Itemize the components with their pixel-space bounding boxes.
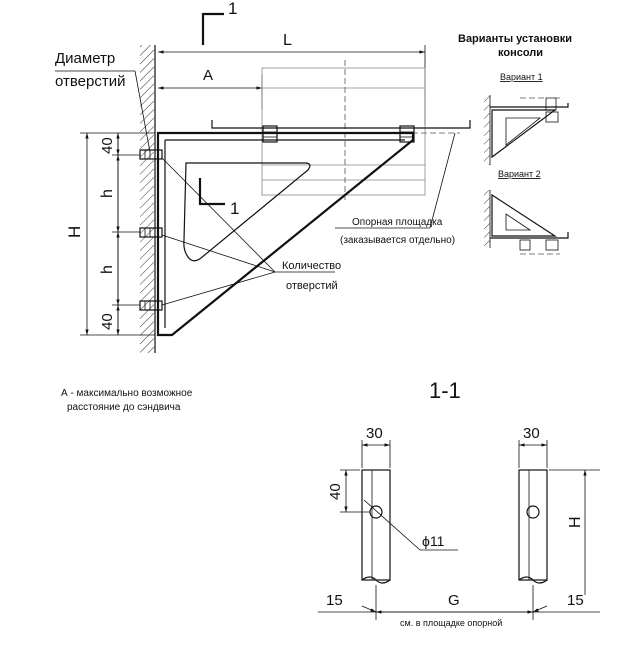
variant2-sketch bbox=[484, 190, 569, 255]
section-view: 1-1 30 30 bbox=[318, 378, 600, 628]
dimension-15-left-label: 15 bbox=[326, 592, 343, 609]
section-title: 1-1 bbox=[429, 378, 461, 403]
dimension-30-left-label: 30 bbox=[366, 425, 383, 442]
dimension-40-section-label: 40 bbox=[327, 483, 344, 500]
note-line2: расстояние до сэндвича bbox=[67, 402, 181, 413]
dimension-h-upper: h bbox=[99, 189, 116, 198]
support-note-label: см. в площадке опорной bbox=[400, 618, 502, 628]
wall-bolt-bottom bbox=[139, 300, 163, 311]
hole-diameter-label-line1: Диаметр bbox=[55, 50, 115, 67]
dimension-A-label: A bbox=[203, 67, 213, 84]
dimension-15-right-label: 15 bbox=[567, 592, 584, 609]
section-mark-middle: 1 bbox=[198, 178, 239, 218]
dimension-40-bottom: 40 bbox=[99, 313, 116, 330]
note-line1: А - максимально возможное bbox=[61, 388, 193, 399]
console-bracket bbox=[156, 131, 415, 337]
main-view: 1 L A bbox=[55, 0, 471, 353]
dimension-H-section-label: H bbox=[567, 516, 584, 528]
dimension-L: L bbox=[158, 32, 426, 125]
section-mark-middle-label: 1 bbox=[230, 199, 239, 218]
variants-title-line1: Варианты установки bbox=[458, 33, 572, 45]
dimension-30-right: 30 bbox=[518, 425, 548, 468]
hole-count-label-line2: отверстий bbox=[286, 280, 338, 292]
dimension-phi11: ϕ11 bbox=[363, 499, 458, 551]
hole-diameter-callout: Диаметр отверстий bbox=[55, 50, 151, 153]
variant1-label: Вариант 1 bbox=[500, 72, 543, 82]
dimension-phi11-label: ϕ11 bbox=[422, 533, 445, 549]
dimension-H: H bbox=[65, 226, 84, 238]
section-mark-top: 1 bbox=[201, 0, 237, 45]
variant2-label: Вариант 2 bbox=[498, 169, 541, 179]
hole-count-label-line1: Количество bbox=[282, 260, 341, 272]
hole-count-callout: Количество отверстий bbox=[161, 157, 341, 306]
dimension-40-section: 40 bbox=[327, 469, 370, 513]
dimension-h-lower: h bbox=[99, 265, 116, 274]
wall-bolt-middle bbox=[139, 227, 163, 238]
dimension-L-label: L bbox=[283, 32, 292, 49]
sandwich-pipe bbox=[261, 60, 426, 200]
dimension-A: A bbox=[158, 67, 263, 110]
installation-variants: Варианты установки консоли Вариант 1 Вар… bbox=[458, 33, 572, 255]
dimension-30-left: 30 bbox=[361, 425, 391, 468]
variants-title-line2: консоли bbox=[498, 47, 543, 59]
support-platform-callout: Опорная площадка (заказывается отдельно) bbox=[335, 132, 456, 246]
distance-note: А - максимально возможное расстояние до … bbox=[61, 388, 193, 413]
support-platform bbox=[160, 120, 471, 134]
bracket-cutout bbox=[183, 162, 311, 262]
vertical-dimension-chain bbox=[80, 132, 155, 336]
section-mark-top-label: 1 bbox=[228, 0, 237, 18]
dimension-30-right-label: 30 bbox=[523, 425, 540, 442]
dimension-G-label: G bbox=[448, 592, 460, 609]
support-platform-label-line1: Опорная площадка bbox=[352, 217, 443, 228]
support-platform-label-line2: (заказывается отдельно) bbox=[340, 235, 455, 246]
hole-diameter-label-line2: отверстий bbox=[55, 73, 126, 90]
section-profile-right bbox=[518, 469, 548, 584]
dimension-40-top: 40 bbox=[99, 137, 116, 154]
bottom-dimension-chain: 15 G 15 см. в площадке опорной bbox=[318, 592, 600, 628]
section-profile-left bbox=[361, 469, 391, 584]
dimension-H-section: H bbox=[549, 469, 600, 595]
wall-hatch bbox=[140, 45, 154, 353]
variant1-sketch bbox=[484, 95, 569, 165]
